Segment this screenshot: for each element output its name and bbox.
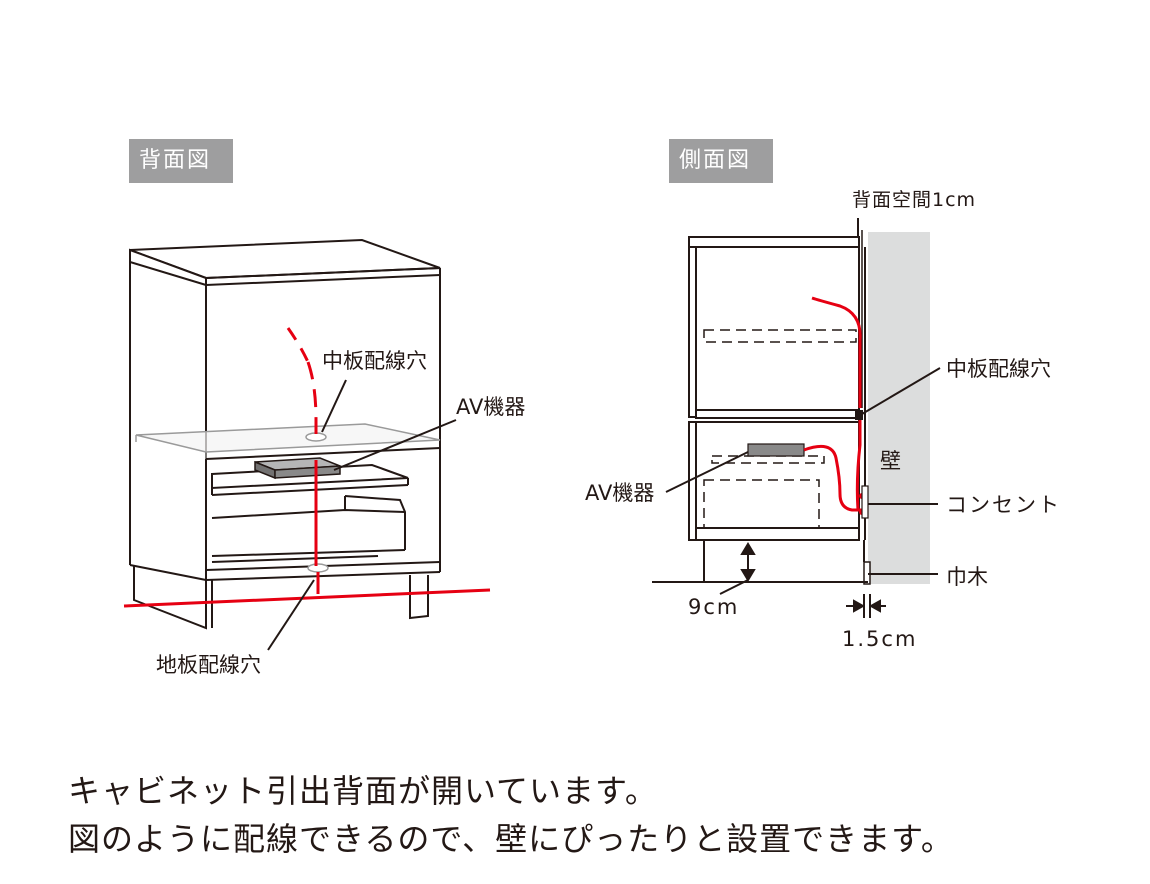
back-floor-hole-label: 地板配線穴: [156, 653, 261, 677]
side-baseboard-label: 巾木: [946, 565, 988, 589]
back-floor-hole: [307, 563, 329, 573]
wall: [868, 232, 930, 584]
back-av-device: [254, 457, 341, 480]
side-outlet-label: コンセント: [946, 493, 1061, 517]
caption-line-1: キャビネット引出背面が開いています。: [68, 772, 658, 810]
side-middle-hole-label: 中板配線穴: [946, 357, 1051, 381]
back-view-title: 背面図: [129, 139, 233, 183]
back-middle-hole-label: 中板配線穴: [322, 349, 427, 373]
side-wall-label: 壁: [880, 449, 901, 473]
side-av-label: AV機器: [585, 481, 654, 505]
side-view-cabinet: [688, 236, 866, 582]
side-view-title: 側面図: [669, 139, 773, 183]
back-middle-hole: [305, 432, 327, 442]
side-leg-height-label: 9cm: [688, 595, 739, 619]
side-back-space-label: 背面空間1cm: [852, 189, 976, 211]
leg-height-dimension: [719, 542, 756, 595]
side-av-device: [747, 443, 805, 457]
back-inner-shelf: [211, 463, 409, 557]
back-middle-shelf: [135, 423, 441, 453]
baseboard-dimension: [846, 594, 886, 618]
back-leaders: [267, 379, 457, 651]
back-view-cabinet: [129, 238, 441, 630]
side-dashed-parts: [703, 329, 857, 529]
side-leaders: [665, 367, 941, 575]
side-middle-hole: [855, 410, 863, 420]
side-cable: [803, 296, 862, 512]
outlet: [861, 485, 869, 519]
back-av-label: AV機器: [456, 395, 525, 419]
back-cable: [123, 327, 491, 608]
side-baseboard-depth-label: 1.5cm: [842, 627, 917, 651]
caption-line-2: 図のように配線できるので、壁にぴったりと設置できます。: [68, 820, 954, 858]
